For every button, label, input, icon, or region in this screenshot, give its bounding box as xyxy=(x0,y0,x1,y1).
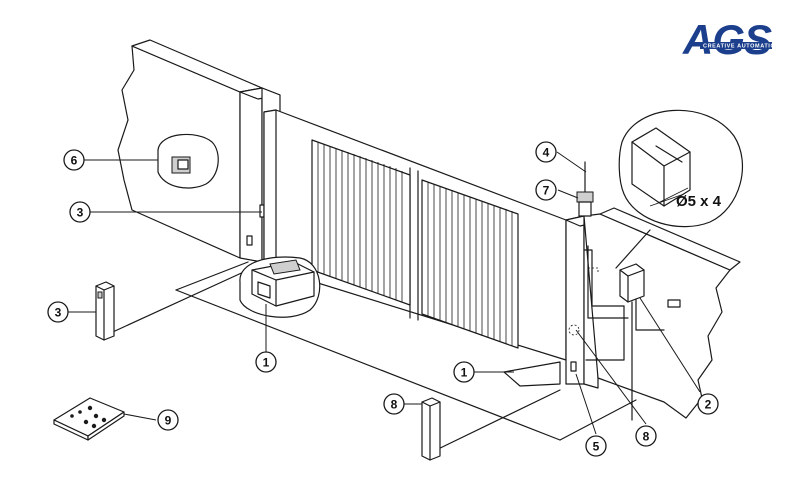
callout-8-wall: 8 xyxy=(635,425,657,447)
callout-3-post: 3 xyxy=(47,301,69,323)
callout-1-rack: 1 xyxy=(453,361,475,383)
callout-2: 2 xyxy=(697,393,719,415)
svg-text:7: 7 xyxy=(543,184,550,198)
callout-3-top: 3 xyxy=(69,201,91,223)
photocell-right-pillar xyxy=(570,361,577,372)
callout-7: 7 xyxy=(535,179,557,201)
right-wall xyxy=(583,207,741,419)
callout-8-post: 8 xyxy=(383,393,405,415)
logo-bar xyxy=(700,42,772,49)
ground-lines xyxy=(103,261,637,453)
logo-brand-text: AGS xyxy=(682,16,772,63)
enclosure-detail-magnifier xyxy=(615,109,743,269)
ags-logo: AGS CREATIVE AUTOMATIONS xyxy=(682,16,784,63)
logo-tagline: CREATIVE AUTOMATIONS xyxy=(703,44,784,50)
callout-6: 6 xyxy=(63,149,85,171)
gear-motor xyxy=(239,256,321,318)
svg-text:1: 1 xyxy=(461,366,468,380)
svg-text:4: 4 xyxy=(543,146,550,160)
callout-4: 4 xyxy=(535,141,557,163)
callout-1-motor: 1 xyxy=(255,351,277,373)
svg-text:5: 5 xyxy=(593,440,600,454)
svg-text:3: 3 xyxy=(55,306,62,320)
lock-detail-magnifier xyxy=(157,133,219,189)
svg-text:2: 2 xyxy=(705,398,712,412)
svg-text:8: 8 xyxy=(391,398,398,412)
photocell-post-right xyxy=(421,397,441,461)
photocell-post-left xyxy=(95,281,115,341)
remote-control xyxy=(53,397,125,441)
svg-text:6: 6 xyxy=(71,154,78,168)
sliding-gate xyxy=(263,109,567,361)
control-box xyxy=(619,263,645,303)
screw-size-label: Ø5 x 4 xyxy=(676,193,722,210)
svg-text:3: 3 xyxy=(77,206,84,220)
callout-9: 9 xyxy=(157,409,179,431)
svg-text:8: 8 xyxy=(643,430,650,444)
svg-text:9: 9 xyxy=(165,414,172,428)
svg-text:1: 1 xyxy=(263,356,270,370)
callout-5: 5 xyxy=(585,435,607,457)
photocell-left-pillar xyxy=(246,235,253,246)
keyswitch-plate xyxy=(667,299,681,308)
flashing-light-antenna xyxy=(576,161,594,217)
leader-lines xyxy=(68,151,701,435)
